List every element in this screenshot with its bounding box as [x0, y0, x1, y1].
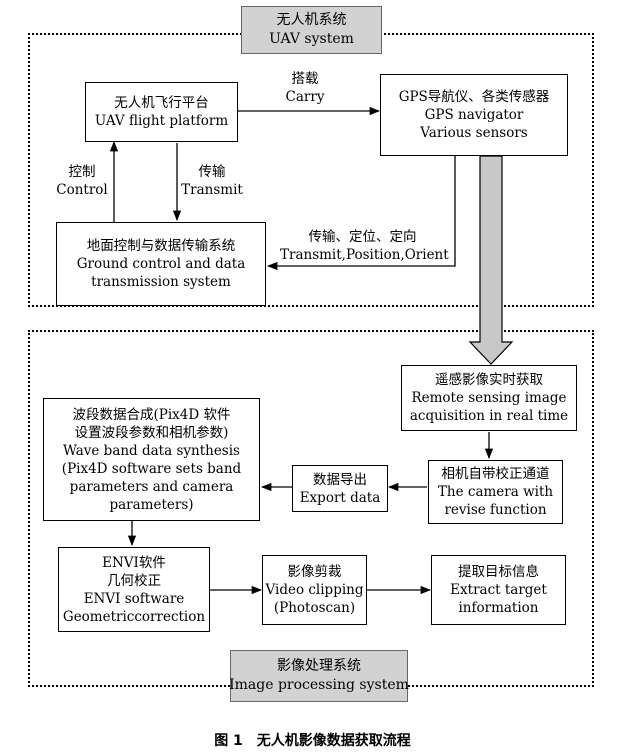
image-system-label-zh: 影像处理系统 — [277, 658, 361, 674]
band-line-5: parameters) — [109, 496, 194, 513]
carry-zh: 搭载 — [291, 71, 319, 87]
camera-line-2: revise function — [444, 502, 547, 518]
ground-line-0: 地面控制与数据传输系统 — [86, 238, 236, 254]
figure-caption: 图 1 无人机影像数据获取流程 — [214, 733, 411, 749]
big-down-arrow — [468, 155, 514, 365]
node-video-clipping: 影像剪裁 Video clipping (Photoscan) — [262, 555, 367, 625]
uav-system-label-zh: 无人机系统 — [276, 12, 347, 28]
carry-en: Carry — [285, 89, 325, 105]
control-zh: 控制 — [68, 164, 96, 180]
node-camera-revise: 相机自带校正通道 The camera with revise function — [428, 460, 563, 524]
node-envi: ENVI软件 几何校正 ENVI software Geometriccorre… — [58, 547, 210, 632]
node-gps-sensors: GPS导航仪、各类传感器 GPS navigator Various senso… — [380, 74, 568, 156]
band-line-4: parameters and camera — [69, 478, 234, 495]
extract-line-0: 提取目标信息 — [458, 564, 539, 580]
transmit-zh: 传输 — [198, 164, 226, 180]
camera-line-0: 相机自带校正通道 — [441, 466, 550, 482]
export-line-1: Export data — [299, 489, 381, 506]
camera-line-1: The camera with — [437, 484, 554, 500]
envi-line-2: ENVI software — [83, 590, 185, 607]
extract-line-1: Extract target — [450, 582, 547, 598]
node-ground-control: 地面控制与数据传输系统 Ground control and data tran… — [56, 222, 266, 306]
label-transmit: 传输 Transmit — [178, 163, 246, 199]
remote-line-2: acquisition in real time — [409, 408, 569, 424]
node-flight-platform: 无人机飞行平台 UAV flight platform — [85, 82, 238, 142]
control-en: Control — [56, 182, 108, 198]
uav-system-label: 无人机系统 UAV system — [241, 6, 382, 54]
image-processing-system-label: 影像处理系统 Image processing system — [229, 650, 409, 702]
ground-line-1: Ground control and data — [76, 256, 246, 272]
envi-line-1: 几何校正 — [107, 572, 161, 589]
extract-line-2: information — [458, 600, 539, 616]
band-line-2: Wave band data synthesis — [63, 442, 240, 459]
remote-line-0: 遥感影像实时获取 — [435, 372, 543, 388]
band-line-0: 波段数据合成(Pix4D 软件 — [72, 406, 231, 423]
arrow-transmit-position-orient — [266, 156, 456, 271]
label-control: 控制 Control — [52, 163, 112, 199]
node-band-synthesis: 波段数据合成(Pix4D 软件 设置波段参数和相机参数) Wave band d… — [43, 398, 260, 521]
uav-system-label-en: UAV system — [269, 31, 354, 47]
label-transmit-position-orient: 传输、定位、定向 Transmit,Position,Orient — [280, 228, 449, 264]
flight-platform-line-0: 无人机飞行平台 — [114, 95, 209, 111]
ground-line-2: transmission system — [91, 274, 231, 290]
node-extract-target: 提取目标信息 Extract target information — [431, 555, 566, 625]
gps-line-2: Various sensors — [420, 125, 528, 141]
tpo-zh: 传输、定位、定向 — [308, 229, 417, 245]
gps-line-1: GPS navigator — [424, 107, 524, 123]
band-line-1: 设置波段参数和相机参数) — [74, 424, 229, 441]
band-line-3: (Pix4D software sets band — [61, 460, 242, 477]
envi-line-0: ENVI软件 — [102, 554, 166, 571]
flight-platform-line-1: UAV flight platform — [94, 113, 229, 129]
clipping-line-0: 影像剪裁 — [287, 564, 342, 580]
node-export-data: 数据导出 Export data — [292, 465, 388, 512]
label-carry: 搭载 Carry — [280, 70, 330, 106]
tpo-en: Transmit,Position,Orient — [280, 247, 449, 263]
gps-line-0: GPS导航仪、各类传感器 — [398, 89, 550, 105]
transmit-en: Transmit — [181, 182, 243, 198]
clipping-line-2: (Photoscan) — [273, 600, 356, 616]
image-system-label-en: Image processing system — [229, 677, 409, 693]
remote-line-1: Remote sensing image — [411, 390, 567, 406]
export-line-0: 数据导出 — [313, 471, 367, 488]
node-remote-sensing: 遥感影像实时获取 Remote sensing image acquisitio… — [401, 365, 577, 431]
envi-line-3: Geometriccorrection — [62, 608, 206, 625]
clipping-line-1: Video clipping — [265, 582, 364, 598]
